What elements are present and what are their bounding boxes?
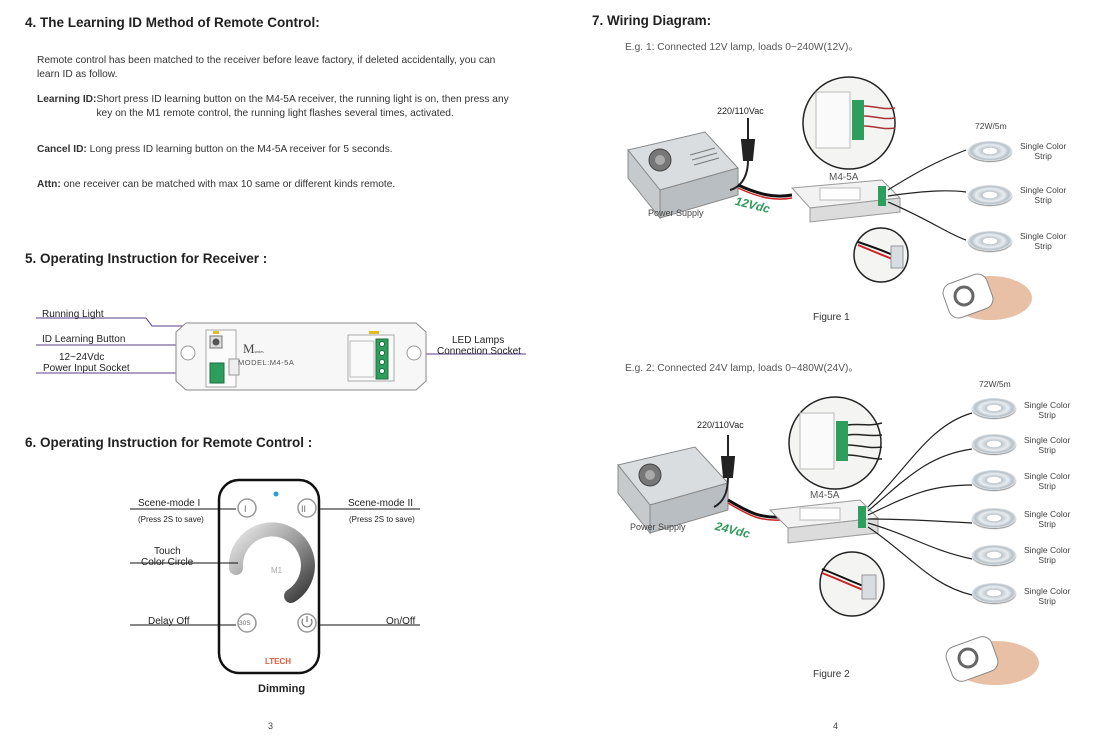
attn-text: one receiver can be matched with max 10 … (60, 179, 396, 190)
example-1-text: E.g. 1: Connected 12V lamp, loads 0~240W… (625, 42, 859, 53)
scene-1-button: I (244, 504, 247, 514)
remote-center-label: M1 (271, 566, 283, 575)
remote-logo: LTECH (265, 657, 292, 666)
on-off-label: On/Off (386, 616, 416, 627)
scene-2-button: II (301, 504, 307, 514)
watt-label-1: 72W/5m (975, 121, 1007, 131)
delay-button: 30S (239, 620, 251, 627)
controller-label-1: M4-5A (829, 172, 859, 183)
touch-label-2: Color Circle (141, 557, 194, 568)
figure-2-caption: Figure 2 (813, 669, 850, 680)
scene-mode-1-label: Scene-mode I (138, 498, 201, 509)
scene-mode-1-note: (Press 2S to save) (138, 515, 204, 524)
controller-label-2: M4-5A (810, 490, 840, 501)
receiver-brand: Mseries (243, 341, 264, 356)
page-number-left: 3 (268, 721, 274, 731)
strip-reel-2 (968, 185, 1012, 205)
power-supply-label-2: Power Supply (630, 522, 686, 532)
attn-label: Attn: (37, 179, 61, 190)
cancel-id-paragraph: Cancel ID: Long press ID learning button… (37, 143, 517, 157)
vac-label-1: 220/110Vac (717, 106, 764, 116)
learning-id-paragraph: Learning ID: Short press ID learning but… (37, 93, 517, 120)
section-6-title: 6. Operating Instruction for Remote Cont… (25, 435, 313, 450)
learning-id-text: Short press ID learning button on the M4… (96, 94, 509, 119)
vac-label-2: 220/110Vac (697, 420, 744, 430)
scene-mode-2-note: (Press 2S to save) (349, 515, 415, 524)
receiver-diagram (36, 317, 526, 391)
page-number-right: 4 (833, 721, 839, 731)
watt-label-2: 72W/5m (979, 379, 1011, 389)
strip-reel-3 (968, 231, 1012, 251)
running-light-label: Running Light (42, 309, 104, 320)
cancel-id-label: Cancel ID: (37, 144, 87, 155)
remote-caption: Dimming (258, 683, 306, 695)
wiring-figure-2 (617, 396, 1039, 685)
power-supply-label-1: Power Supply (648, 208, 704, 218)
figure-1-caption: Figure 1 (813, 312, 850, 323)
power-input-label-2: Power Input Socket (43, 363, 130, 374)
receiver-model: MODEL:M4-5A (238, 358, 295, 367)
section-5-title: 5. Operating Instruction for Receiver : (25, 251, 268, 266)
power-input-label-1: 12~24Vdc (59, 352, 105, 363)
strip-reel-9 (972, 583, 1016, 603)
strip-reel-7 (972, 508, 1016, 528)
strip-reel-4 (972, 398, 1016, 418)
delay-off-label: Delay Off (148, 616, 190, 627)
cancel-id-text: Long press ID learning button on the M4-… (86, 144, 393, 155)
section-4-title: 4. The Learning ID Method of Remote Cont… (25, 15, 320, 30)
led-lamps-label-2: Connection Socket (437, 346, 521, 357)
led-lamps-label-1: LED Lamps (452, 335, 505, 346)
strip-reel-5 (972, 434, 1016, 454)
remote-diagram (130, 478, 420, 675)
section-4-intro: Remote control has been matched to the r… (37, 55, 496, 80)
example-2-text: E.g. 2: Connected 24V lamp, loads 0~480W… (625, 363, 859, 374)
learning-id-label: Learning ID: (37, 94, 97, 105)
wiring-figure-1 (627, 76, 1032, 320)
strip-reel-6 (972, 470, 1016, 490)
scene-mode-2-label: Scene-mode II (348, 498, 414, 509)
id-learning-button-label: ID Learning Button (42, 334, 126, 345)
touch-label-1: Touch (154, 546, 181, 557)
strip-reel-1 (968, 141, 1012, 161)
section-7-title: 7. Wiring Diagram: (592, 13, 712, 28)
strip-reel-8 (972, 545, 1016, 565)
attn-paragraph: Attn: one receiver can be matched with m… (37, 178, 517, 192)
